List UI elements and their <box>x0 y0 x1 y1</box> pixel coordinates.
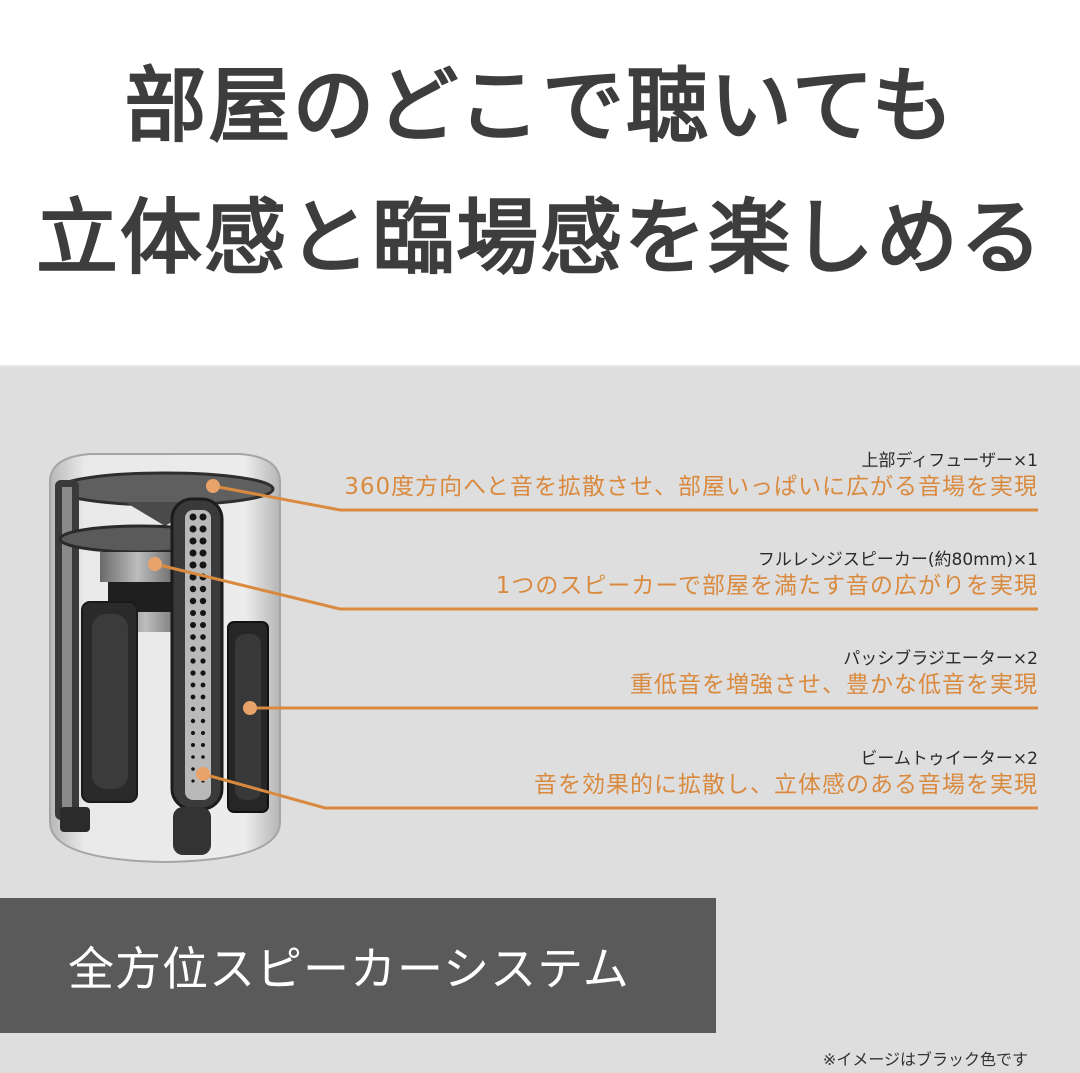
feature-diffuser: 上部ディフューザー×1 360度方向へと音を拡散させ、部屋いっぱいに広がる音場を… <box>344 450 1038 502</box>
feature-description: 1つのスピーカーで部屋を満たす音の広がりを実現 <box>495 573 1038 599</box>
feature-description: 音を効果的に拡散し、立体感のある音場を実現 <box>534 772 1038 798</box>
system-label: 全方位スピーカーシステム <box>68 941 630 996</box>
feature-passive-radiator: パッシブラジエーター×2 重低音を増強させ、豊かな低音を実現 <box>630 648 1038 700</box>
feature-description: 重低音を増強させ、豊かな低音を実現 <box>630 672 1038 698</box>
headline-line-1: 部屋のどこで聴いても <box>124 59 956 154</box>
feature-name: 上部ディフューザー×1 <box>861 451 1038 471</box>
feature-name: ビームトゥイーター×2 <box>860 749 1038 769</box>
headline-line-2: 立体感と臨場感を楽しめる <box>35 191 1044 286</box>
headline-section: 部屋のどこで聴いても 立体感と臨場感を楽しめる <box>0 0 1080 365</box>
feature-description: 360度方向へと音を拡散させ、部屋いっぱいに広がる音場を実現 <box>344 474 1038 500</box>
feature-name: パッシブラジエーター×2 <box>843 649 1038 669</box>
footnote: ※イメージはブラック色です <box>822 1050 1028 1069</box>
system-label-box: 全方位スピーカーシステム <box>0 898 716 1033</box>
speaker-cutaway-illustration <box>49 453 1038 864</box>
feature-full-range-speaker: フルレンジスピーカー(約80mm)×1 1つのスピーカーで部屋を満たす音の広がり… <box>496 549 1038 601</box>
feature-beam-tweeter: ビームトゥイーター×2 音を効果的に拡散し、立体感のある音場を実現 <box>534 748 1038 800</box>
feature-name: フルレンジスピーカー(約80mm)×1 <box>757 550 1038 570</box>
feature-panel: 上部ディフューザー×1 360度方向へと音を拡散させ、部屋いっぱいに広がる音場を… <box>0 365 1080 1073</box>
